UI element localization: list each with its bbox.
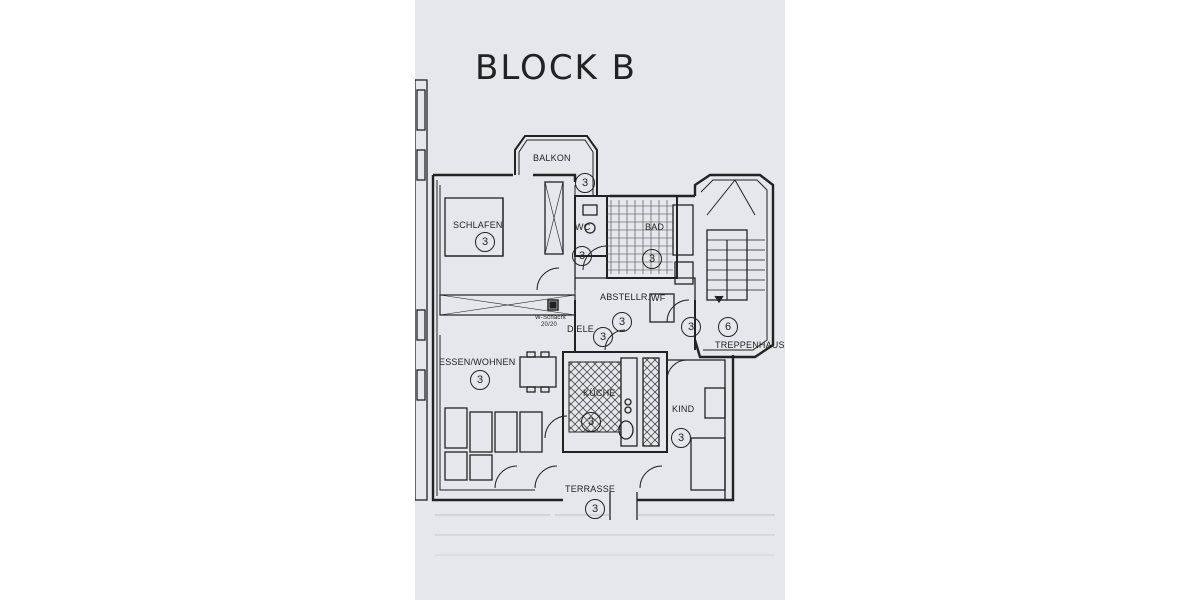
room-number-terrasse: 3 (585, 499, 605, 519)
room-label-abstellraum: ABSTELLR. (600, 292, 651, 302)
label-wf: WF (651, 293, 666, 303)
room-number-essen-wohnen: 3 (470, 370, 490, 390)
room-number-schlafen: 3 (475, 232, 495, 252)
room-label-terrasse: TERRASSE (565, 484, 616, 494)
room-label-kueche: KÜCHE (583, 388, 616, 398)
room-label-balkon: BALKON (533, 153, 571, 163)
room-number-wc: 3 (572, 246, 592, 266)
room-number-diele: 3 (593, 327, 613, 347)
room-number-treppenhaus-door: 3 (681, 317, 701, 337)
room-number-abstellraum: 3 (612, 312, 632, 332)
block-title: BLOCK B (475, 48, 637, 88)
room-label-schlafen: SCHLAFEN (453, 220, 503, 230)
room-number-kueche: 3 (581, 412, 601, 432)
outer-wall-west (431, 175, 563, 502)
chimney-size: 20/20 (541, 322, 558, 328)
room-number-treppenhaus: 6 (718, 317, 738, 337)
neighbour-wall (415, 79, 428, 501)
room-number-bad: 3 (642, 249, 662, 269)
room-label-diele: DIELE (567, 324, 595, 334)
floor-plan-sheet: BLOCK B BALKON 3 SCHLAFEN 3 WC 3 BAD 3 A… (415, 0, 785, 600)
room-label-kind: KIND (672, 404, 695, 414)
room-label-essen-wohnen: ESSEN/WOHNEN (439, 357, 516, 367)
room-label-bad: BAD (645, 222, 665, 232)
room-number-balkon: 3 (575, 173, 595, 193)
room-number-kind: 3 (671, 428, 691, 448)
chimney-note: W-Schacht (535, 315, 567, 321)
room-label-treppenhaus: TREPPENHAUS (715, 340, 785, 350)
room-label-wc: WC (575, 222, 591, 232)
